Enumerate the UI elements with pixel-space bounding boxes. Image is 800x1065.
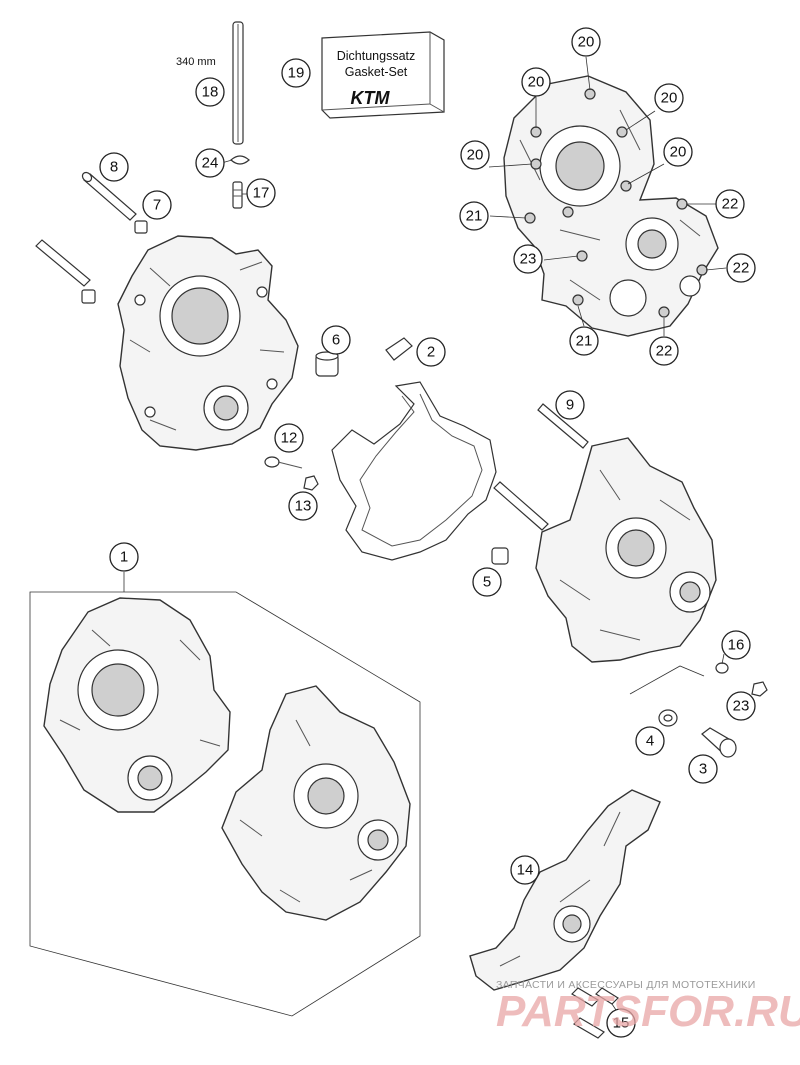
callout-1: 1 [109,542,139,572]
callout-7: 7 [142,190,172,220]
watermark-brand: PARTSFOR.RU [496,987,800,1036]
crankcase-right-face [503,75,719,337]
svg-text:20: 20 [467,147,484,164]
stud-right-mid [493,481,549,531]
callout-17: 17 [246,178,276,208]
svg-text:23: 23 [520,251,537,268]
callout-4: 4 [635,726,665,756]
svg-text:21: 21 [466,208,483,225]
sprocket-cover-14 [469,789,661,991]
svg-text:24: 24 [202,155,219,172]
svg-text:22: 22 [656,343,673,360]
callout-19: 19 [281,58,311,88]
callout-21-a: 21 [459,201,489,231]
sleeve-5 [491,547,509,565]
svg-text:3: 3 [699,761,707,778]
svg-text:20: 20 [670,144,687,161]
svg-text:21: 21 [576,333,593,350]
svg-text:20: 20 [528,74,545,91]
callout-13: 13 [288,491,318,521]
leader-lines [123,56,727,1011]
measurement-label: 340 mm [176,56,216,68]
assembly-left-half [43,597,231,813]
sleeve-left [81,289,96,304]
svg-text:5: 5 [483,574,491,591]
stud-9 [537,403,589,449]
nipple-17 [232,181,243,209]
callout-3: 3 [688,754,718,784]
watermark: ЗАПЧАСТИ И АКСЕССУАРЫ ДЛЯ МОТОТЕХНИКИ PA… [496,979,800,1036]
callout-5: 5 [472,567,502,597]
watermark-tagline: ЗАПЧАСТИ И АКСЕССУАРЫ ДЛЯ МОТОТЕХНИКИ [496,979,756,991]
callout-23-a: 23 [513,244,543,274]
stud-left [35,239,91,287]
svg-text:8: 8 [110,159,118,176]
svg-text:14: 14 [517,862,534,879]
sleeve-7 [134,220,148,234]
callout-9: 9 [555,390,585,420]
callout-20-a: 20 [571,27,601,57]
callout-6: 6 [321,325,351,355]
bearing-6 [315,351,339,377]
svg-text:18: 18 [202,84,219,101]
callout-20-d: 20 [460,140,490,170]
gasket-box-line2: Gasket-Set [345,65,408,79]
callout-22-c: 22 [649,336,679,366]
svg-text:9: 9 [566,397,574,414]
gasket-2 [331,337,497,561]
callout-23-b: 23 [726,691,756,721]
callout-16: 16 [721,630,751,660]
assembly-right-half [221,685,411,921]
washer-16 [715,662,729,674]
seal-4 [658,709,678,727]
gasket-set-box: Dichtungssatz Gasket-Set KTM [321,31,445,119]
callout-14: 14 [510,855,540,885]
nut-23-lower [751,681,768,697]
callout-12: 12 [274,423,304,453]
svg-text:12: 12 [281,430,298,447]
svg-text:6: 6 [332,332,340,349]
svg-text:13: 13 [295,498,312,515]
callout-22-a: 22 [715,189,745,219]
plug-3 [701,727,737,758]
svg-text:2: 2 [427,344,435,361]
callout-2: 2 [416,337,446,367]
svg-text:16: 16 [728,637,745,654]
svg-text:7: 7 [153,197,161,214]
crankcase-right-half [535,437,717,663]
svg-text:22: 22 [733,260,750,277]
callout-8: 8 [99,152,129,182]
assembly-box-frame [29,591,421,1017]
ktm-logo: KTM [351,88,391,108]
svg-text:19: 19 [288,65,305,82]
svg-text:20: 20 [578,34,595,51]
clip-24 [230,155,250,165]
callout-22-b: 22 [726,253,756,283]
gasket-box-line1: Dichtungssatz [337,49,416,63]
screws-15 [571,987,619,1039]
callout-21-b: 21 [569,326,599,356]
long-rod-18 [232,21,244,145]
nut-13 [303,475,319,491]
callout-20-b: 20 [521,67,551,97]
stud-8 [81,171,137,221]
callout-24: 24 [195,148,225,178]
crankcase-left-half [117,235,299,451]
svg-text:22: 22 [722,196,739,213]
callout-20-c: 20 [654,83,684,113]
svg-text:20: 20 [661,90,678,107]
svg-text:17: 17 [253,185,270,202]
svg-text:15: 15 [613,1015,630,1032]
svg-text:1: 1 [120,549,128,566]
screw-12 [264,456,303,469]
callout-18: 18 [195,77,225,107]
svg-text:4: 4 [646,733,654,750]
callout-15: 15 [606,1008,636,1038]
svg-text:23: 23 [733,698,750,715]
callout-20-e: 20 [663,137,693,167]
